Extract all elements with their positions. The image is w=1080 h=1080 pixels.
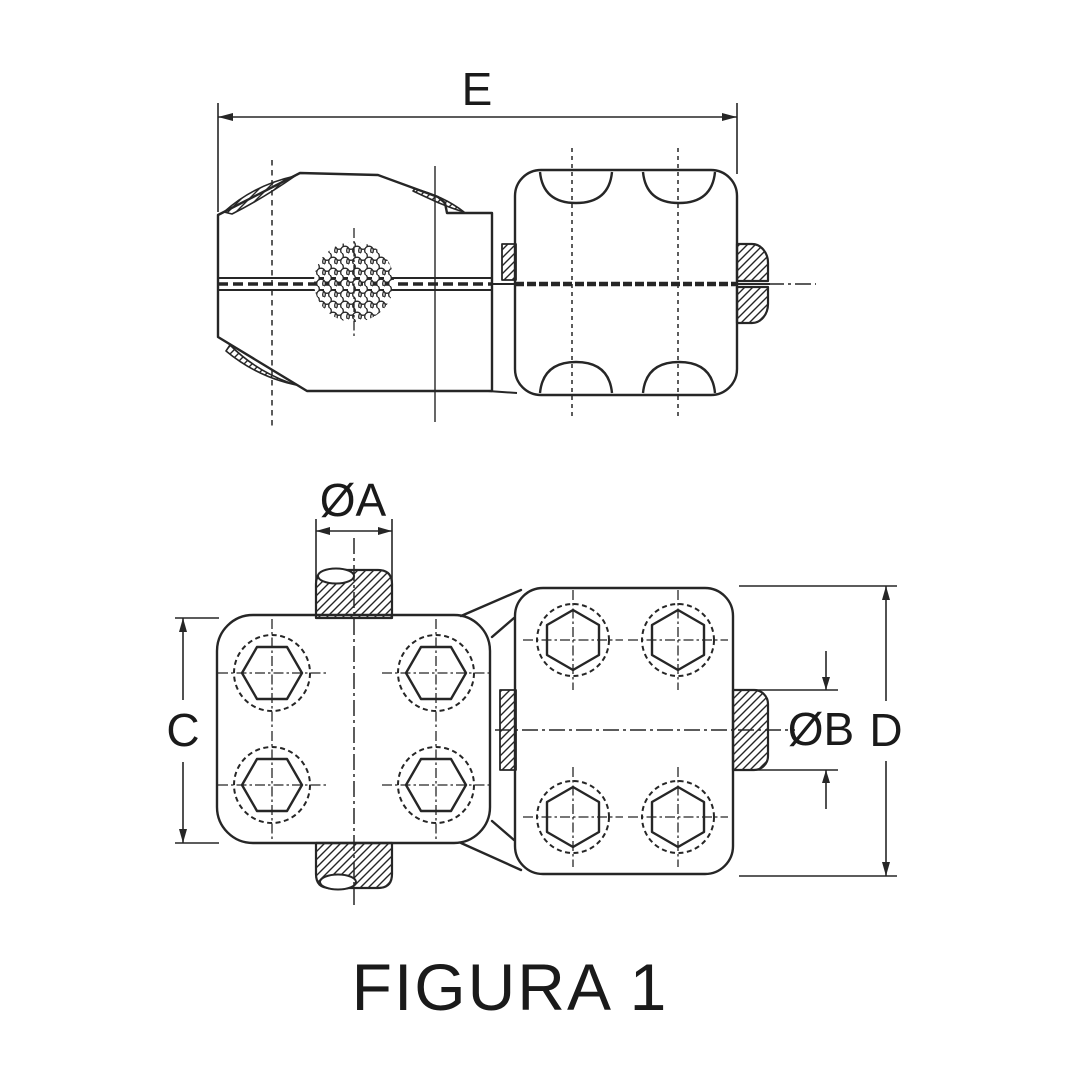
figure-title: FIGURA 1 xyxy=(352,950,669,1024)
bolt xyxy=(216,729,328,841)
conductor-strands-section xyxy=(314,242,394,322)
bolt-recess xyxy=(641,171,717,205)
bolt xyxy=(626,588,730,692)
elevation-view: E xyxy=(216,63,816,428)
tap-conductor-stub xyxy=(735,242,770,283)
dimension-OA: ØA xyxy=(315,474,393,614)
conductor-end-cap xyxy=(317,567,355,585)
conductor-section-between-bodies xyxy=(501,243,517,281)
plan-view: ØA C ØB xyxy=(166,474,903,906)
dimension-OB: ØB xyxy=(744,651,854,809)
dimension-C: C xyxy=(166,617,219,844)
bolt xyxy=(216,617,328,729)
corner-recess-hatched xyxy=(225,344,297,386)
dimension-label-OA: ØA xyxy=(320,474,387,526)
bolt xyxy=(380,617,492,729)
dimension-label-D: D xyxy=(869,704,902,756)
corner-recess-hatched xyxy=(412,188,465,213)
bolts-right-body xyxy=(521,588,730,869)
dimension-label-E: E xyxy=(462,63,493,115)
bolt xyxy=(521,765,625,869)
dimension-label-C: C xyxy=(166,704,199,756)
corner-recess-hatched xyxy=(223,175,296,215)
body-transition-wedge xyxy=(459,588,523,872)
tap-conductor-stub xyxy=(735,285,770,325)
conductor-end-cap xyxy=(319,873,357,891)
bolt xyxy=(380,729,492,841)
dimension-label-OB: ØB xyxy=(788,703,854,755)
center-lines-elevation xyxy=(271,148,816,428)
bolt xyxy=(626,765,730,869)
clamp-body-left-outline xyxy=(216,171,494,393)
bolt-recess xyxy=(538,360,614,394)
dimension-E: E xyxy=(217,63,738,212)
dimension-D: D xyxy=(739,585,903,877)
bolt-recess xyxy=(538,171,614,205)
center-lines-plan xyxy=(353,538,795,906)
bolt-recess xyxy=(641,360,717,394)
bolt xyxy=(521,588,625,692)
